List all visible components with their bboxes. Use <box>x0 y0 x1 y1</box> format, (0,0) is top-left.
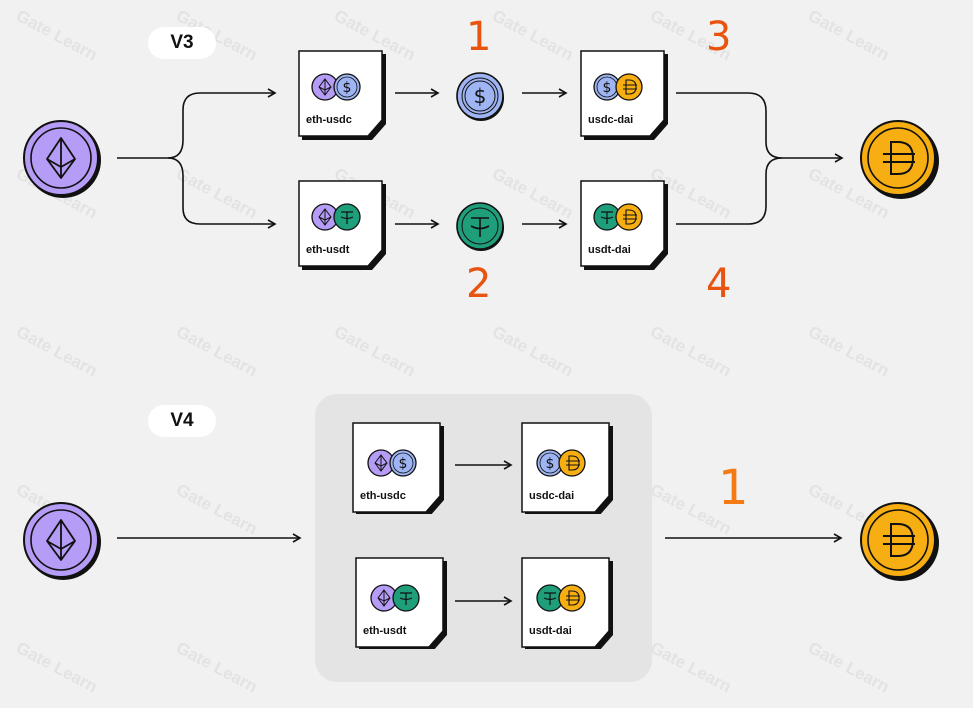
v4-target-dai-coin <box>858 500 942 589</box>
pool-label: usdc-dai <box>529 490 575 502</box>
v4-pool-card-eth-usdt: eth-usdt <box>355 557 447 649</box>
svg-text:$: $ <box>603 80 612 96</box>
pool-card-usdt-dai: usdt-dai <box>580 180 668 270</box>
dai-icon <box>860 502 939 581</box>
v4-pool-card-usdt-dai: usdt-dai <box>521 557 613 649</box>
v4-step-number-1: 1 <box>718 460 749 516</box>
usdc-dai-coin-pair-icon: $ <box>536 449 586 477</box>
dai-icon <box>860 120 939 199</box>
v3-source-eth-coin <box>22 118 104 205</box>
svg-text:$: $ <box>343 80 352 96</box>
pool-label: eth-usdt <box>306 244 350 256</box>
eth-usdt-coin-pair-icon <box>370 584 420 612</box>
intermediate-usdt-coin <box>455 201 507 258</box>
svg-text:$: $ <box>399 456 408 472</box>
pool-card-eth-usdt: eth-usdt <box>298 180 386 270</box>
pool-label: usdc-dai <box>588 114 634 126</box>
pool-label: usdt-dai <box>588 244 631 256</box>
pool-card-usdc-dai: $ usdc-dai <box>580 50 668 140</box>
pool-label: usdt-dai <box>529 625 572 637</box>
usdc-icon: $ <box>456 72 504 121</box>
usdt-dai-coin-pair-icon <box>593 203 643 231</box>
pool-label: eth-usdc <box>360 490 406 502</box>
step-number-1: 1 <box>466 14 492 60</box>
eth-usdt-coin-pair-icon <box>311 203 361 231</box>
step-number-4: 4 <box>706 261 732 307</box>
eth-usdc-coin-pair-icon: $ <box>311 73 361 101</box>
step-number-2: 2 <box>466 261 492 307</box>
usdt-dai-coin-pair-icon <box>536 584 586 612</box>
svg-text:$: $ <box>474 84 487 108</box>
step-number-3: 3 <box>706 14 732 60</box>
v3-label: V3 <box>148 27 216 59</box>
v3-merge-arrow-top <box>676 92 844 163</box>
pool-label: eth-usdt <box>363 625 407 637</box>
pool-label: eth-usdc <box>306 114 352 126</box>
usdc-dai-coin-pair-icon: $ <box>593 73 643 101</box>
v3-split-arrow-top <box>117 88 277 159</box>
eth-icon <box>23 120 101 198</box>
usdt-icon <box>456 202 504 251</box>
v4-pool-card-eth-usdc: $ eth-usdc <box>352 422 444 514</box>
v4-label: V4 <box>148 405 216 437</box>
eth-usdc-coin-pair-icon: $ <box>367 449 417 477</box>
v4-source-eth-coin <box>22 500 104 587</box>
eth-icon <box>23 502 101 580</box>
v3-split-arrow-bottom <box>167 157 277 229</box>
v3-target-dai-coin <box>858 118 942 207</box>
svg-text:$: $ <box>546 456 555 472</box>
intermediate-usdc-coin: $ <box>455 71 507 128</box>
v3-merge-arrow-bottom <box>676 157 783 225</box>
pool-card-eth-usdc: $ eth-usdc <box>298 50 386 140</box>
v4-pool-card-usdc-dai: $ usdc-dai <box>521 422 613 514</box>
